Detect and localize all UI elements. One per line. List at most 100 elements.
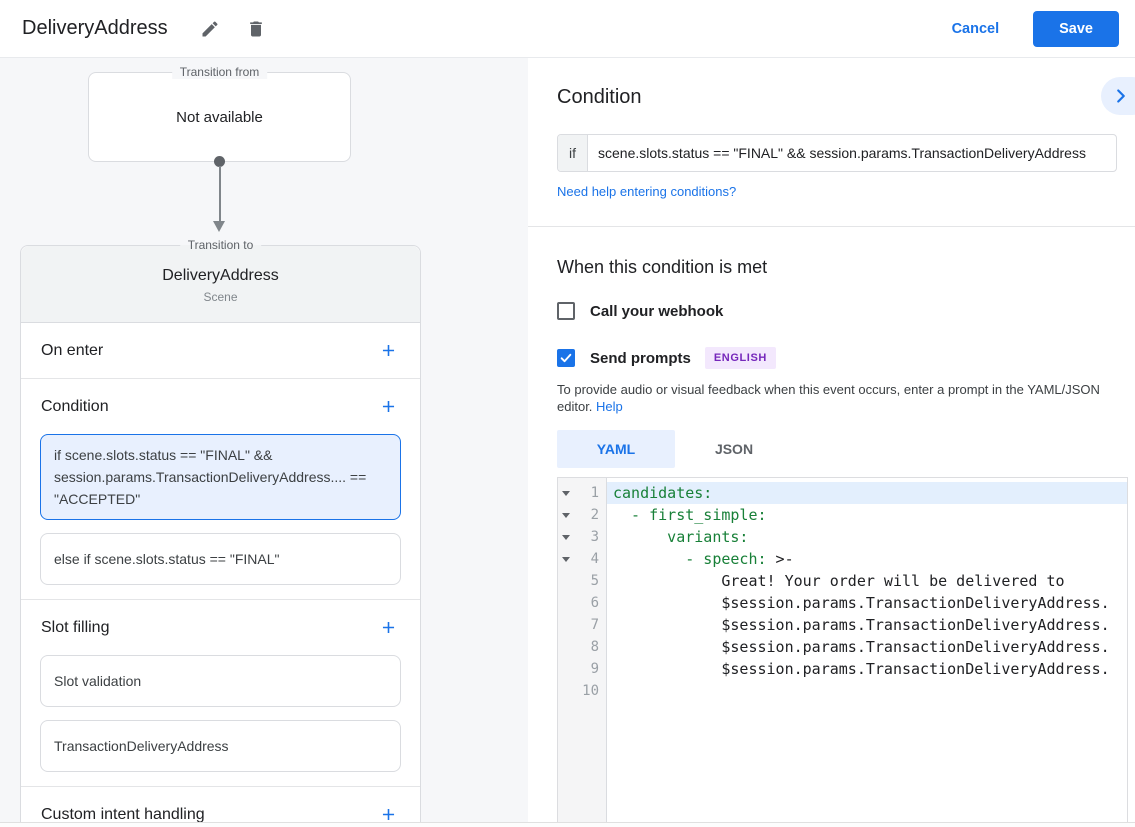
edit-scene-button[interactable] bbox=[194, 13, 226, 45]
section-custom-intent: Custom intent handling bbox=[21, 787, 420, 827]
help-link[interactable]: Help bbox=[596, 399, 623, 414]
pencil-icon bbox=[200, 19, 220, 39]
line-number: 8 bbox=[590, 639, 599, 655]
condition-detail-panel: Condition if scene.slots.status == "FINA… bbox=[528, 58, 1135, 827]
connector-arrowhead-icon bbox=[213, 221, 225, 232]
panel-divider bbox=[528, 226, 1135, 227]
line-number: 6 bbox=[590, 595, 599, 611]
condition-title: Condition bbox=[41, 397, 109, 415]
connector-line bbox=[218, 166, 221, 222]
gutter-row: 9 bbox=[558, 658, 606, 680]
plus-icon bbox=[379, 618, 398, 637]
gutter-row: 1 bbox=[558, 482, 606, 504]
editor-tabs: YAML JSON bbox=[557, 430, 1135, 468]
slot-filling-title: Slot filling bbox=[41, 618, 110, 636]
code-line[interactable]: Great! Your order will be delivered to bbox=[613, 572, 1065, 590]
condition-header: Condition bbox=[21, 379, 420, 434]
collapse-panel-button[interactable] bbox=[1101, 77, 1135, 115]
code-line[interactable]: - speech: >- bbox=[613, 550, 794, 568]
code-line[interactable]: $session.params.TransactionDeliveryAddre… bbox=[613, 638, 1110, 656]
call-webhook-checkbox[interactable] bbox=[557, 302, 575, 320]
fold-arrow-icon[interactable] bbox=[558, 512, 574, 518]
connector-dot bbox=[214, 156, 225, 167]
transition-from-box: Transition from Not available bbox=[88, 65, 351, 162]
checkmark-icon bbox=[559, 351, 573, 365]
main-area: Transition from Not available Transition… bbox=[0, 58, 1135, 827]
transition-to-label: Transition to bbox=[179, 238, 262, 252]
gutter-row: 6 bbox=[558, 592, 606, 614]
transition-from-label: Transition from bbox=[171, 65, 268, 79]
code-line[interactable]: $session.params.TransactionDeliveryAddre… bbox=[613, 660, 1110, 678]
custom-intent-header: Custom intent handling bbox=[21, 787, 420, 827]
code-line[interactable]: variants: bbox=[613, 528, 749, 546]
code-line[interactable]: $session.params.TransactionDeliveryAddre… bbox=[613, 594, 1110, 612]
cancel-button[interactable]: Cancel bbox=[951, 20, 1000, 37]
section-on-enter: On enter bbox=[21, 323, 420, 379]
section-slot-filling: Slot filling Slot validation Transaction… bbox=[21, 600, 420, 787]
trash-icon bbox=[246, 19, 266, 39]
yaml-editor[interactable]: 1 2 3 4 5 6 7 8 9 10 candidates: - first_simple: … bbox=[557, 477, 1128, 827]
fold-arrow-icon[interactable] bbox=[558, 534, 574, 540]
gutter-row: 2 bbox=[558, 504, 606, 526]
prompts-description: To provide audio or visual feedback when… bbox=[557, 381, 1119, 415]
gutter-row: 7 bbox=[558, 614, 606, 636]
send-prompts-label: Send prompts bbox=[590, 349, 691, 367]
condition-input-group: if scene.slots.status == "FINAL" && sess… bbox=[557, 134, 1117, 172]
line-number: 2 bbox=[590, 507, 599, 523]
slot-chips: Slot validation TransactionDeliveryAddre… bbox=[21, 655, 420, 786]
line-number: 4 bbox=[590, 551, 599, 567]
transition-from-value: Not available bbox=[176, 109, 263, 126]
call-webhook-label: Call your webhook bbox=[590, 302, 724, 320]
conditions-help-link[interactable]: Need help entering conditions? bbox=[557, 184, 737, 199]
prompts-description-text: To provide audio or visual feedback when… bbox=[557, 382, 1100, 414]
send-prompts-row: Send prompts ENGLISH bbox=[557, 347, 1135, 369]
gutter-row: 4 bbox=[558, 548, 606, 570]
slot-chip[interactable]: TransactionDeliveryAddress bbox=[40, 720, 401, 772]
gutter-row: 5 bbox=[558, 570, 606, 592]
add-slot-button[interactable] bbox=[375, 614, 402, 641]
condition-chip[interactable]: else if scene.slots.status == "FINAL" bbox=[40, 533, 401, 585]
tab-json[interactable]: JSON bbox=[714, 441, 754, 457]
transition-to-card: Transition to DeliveryAddress Scene On e… bbox=[20, 238, 421, 827]
plus-icon bbox=[379, 341, 398, 360]
code-line[interactable] bbox=[607, 680, 1127, 702]
line-number: 1 bbox=[590, 485, 599, 501]
scene-type: Scene bbox=[203, 290, 238, 304]
fold-arrow-icon[interactable] bbox=[558, 490, 574, 496]
add-on-enter-button[interactable] bbox=[375, 337, 402, 364]
line-number: 10 bbox=[582, 683, 599, 699]
chevron-right-icon bbox=[1110, 85, 1132, 107]
scene-title: DeliveryAddress bbox=[22, 17, 168, 39]
when-condition-met-title: When this condition is met bbox=[557, 257, 768, 277]
panel-title: Condition bbox=[557, 86, 642, 108]
gutter-row: 3 bbox=[558, 526, 606, 548]
bottom-scrollbar-track[interactable] bbox=[0, 822, 1135, 827]
line-number: 5 bbox=[590, 573, 599, 589]
section-condition: Condition if scene.slots.status == "FINA… bbox=[21, 379, 420, 600]
code-line[interactable]: candidates: bbox=[607, 482, 1127, 504]
add-custom-intent-button[interactable] bbox=[375, 801, 402, 827]
if-prefix: if bbox=[558, 135, 588, 171]
plus-icon bbox=[379, 805, 398, 824]
condition-chip-selected[interactable]: if scene.slots.status == "FINAL" && sess… bbox=[40, 434, 401, 520]
scene-graph-canvas: Transition from Not available Transition… bbox=[0, 58, 528, 827]
condition-input[interactable]: scene.slots.status == "FINAL" && session… bbox=[598, 145, 1086, 161]
delete-scene-button[interactable] bbox=[240, 13, 272, 45]
gutter-row: 8 bbox=[558, 636, 606, 658]
save-button[interactable]: Save bbox=[1033, 10, 1119, 47]
slot-validation-chip[interactable]: Slot validation bbox=[40, 655, 401, 707]
line-number: 9 bbox=[590, 661, 599, 677]
fold-arrow-icon[interactable] bbox=[558, 556, 574, 562]
language-badge: ENGLISH bbox=[704, 347, 776, 369]
editor-code[interactable]: candidates: - first_simple: variants: - … bbox=[607, 478, 1127, 827]
line-number: 3 bbox=[590, 529, 599, 545]
add-condition-button[interactable] bbox=[375, 393, 402, 420]
code-line[interactable]: - first_simple: bbox=[613, 506, 767, 524]
code-line[interactable]: $session.params.TransactionDeliveryAddre… bbox=[613, 616, 1110, 634]
scene-name: DeliveryAddress bbox=[162, 267, 279, 284]
top-bar: DeliveryAddress Cancel Save bbox=[0, 0, 1135, 58]
tab-yaml[interactable]: YAML bbox=[557, 430, 675, 468]
on-enter-title: On enter bbox=[41, 341, 104, 359]
send-prompts-checkbox[interactable] bbox=[557, 349, 575, 367]
condition-chips: if scene.slots.status == "FINAL" && sess… bbox=[21, 434, 420, 599]
